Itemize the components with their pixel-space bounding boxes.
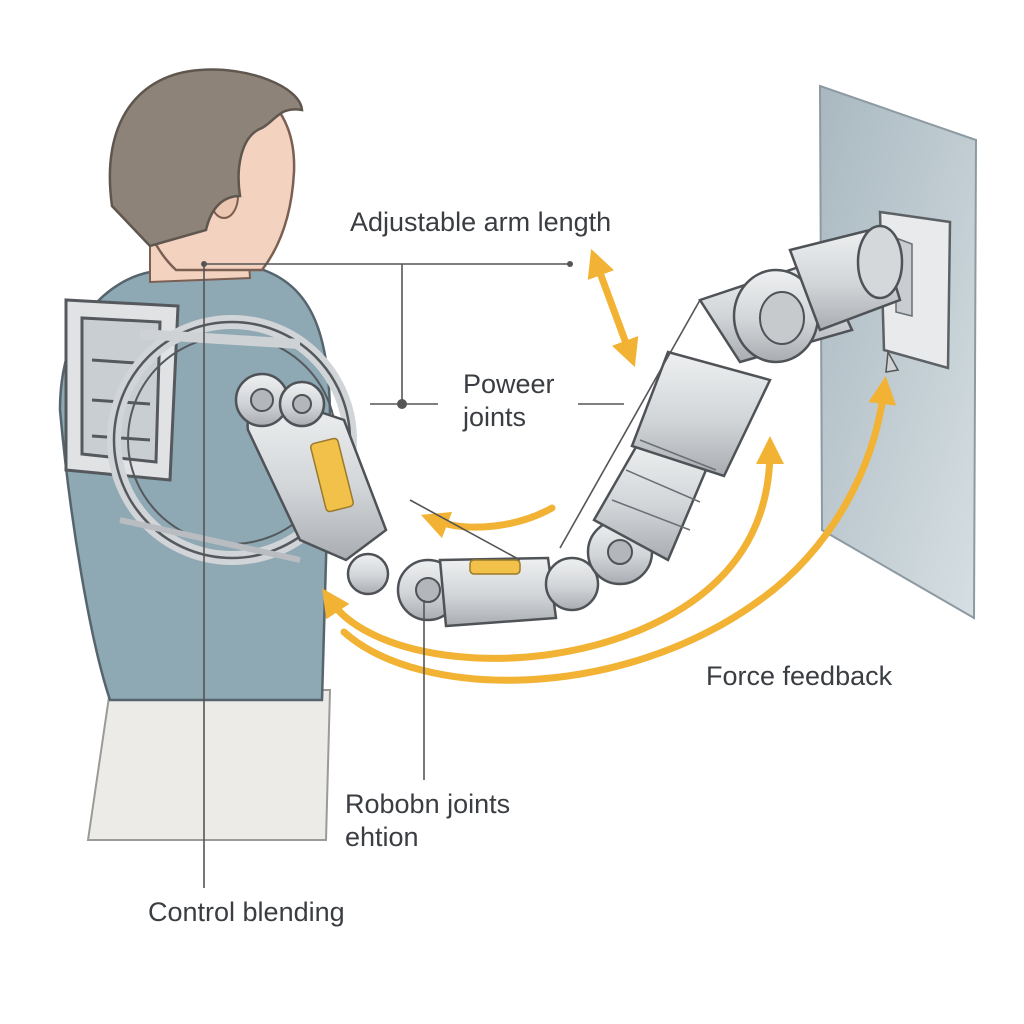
label-control-blending: Control blending bbox=[148, 896, 345, 929]
motion-arrows bbox=[322, 248, 897, 684]
label-line-2: ehtion bbox=[345, 821, 419, 852]
label-line-1: Poweer bbox=[463, 369, 555, 399]
label-text: Control blending bbox=[148, 897, 345, 927]
label-line-2: joints bbox=[463, 401, 527, 432]
label-force-feedback: Force feedback bbox=[706, 660, 892, 693]
label-adjustable-arm-length: Adjustable arm length bbox=[350, 206, 611, 239]
leader-lines bbox=[203, 263, 701, 888]
leader-dots bbox=[201, 261, 573, 409]
robotic-arm bbox=[346, 224, 904, 628]
label-text: Force feedback bbox=[706, 661, 893, 691]
label-power-joints: Poweer joints bbox=[463, 368, 555, 434]
label-text: Adjustable arm length bbox=[350, 207, 612, 237]
label-line-1: Robobn joints bbox=[345, 789, 511, 819]
label-robot-joints: Robobn joints ehtion bbox=[345, 788, 510, 854]
